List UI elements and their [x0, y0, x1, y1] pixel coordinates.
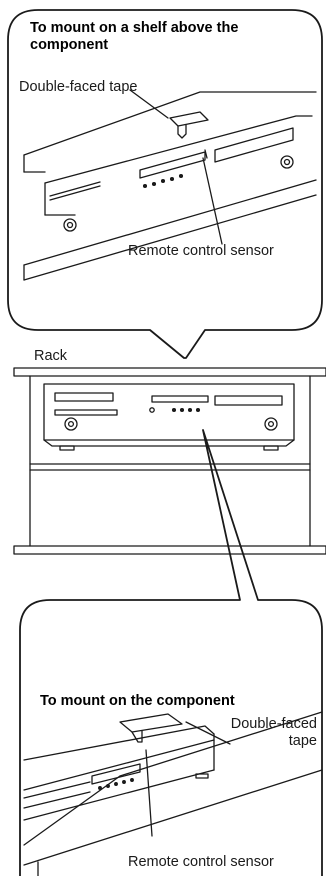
bottom-tape-label: Double-faced tape [227, 716, 317, 750]
top-shelf [24, 92, 316, 172]
rack-label: Rack [34, 348, 67, 365]
bottom-callout-title: To mount on the component [40, 693, 320, 710]
bottom-sensor-label: Remote control sensor [128, 854, 274, 871]
bottom-component [24, 714, 230, 836]
rack-drawing [14, 368, 326, 554]
top-sensor-label: Remote control sensor [128, 243, 274, 260]
top-callout-bubble [8, 10, 322, 358]
top-callout-title: To mount on a shelf above the component [30, 20, 320, 54]
top-tape-label: Double-faced tape [19, 79, 139, 96]
